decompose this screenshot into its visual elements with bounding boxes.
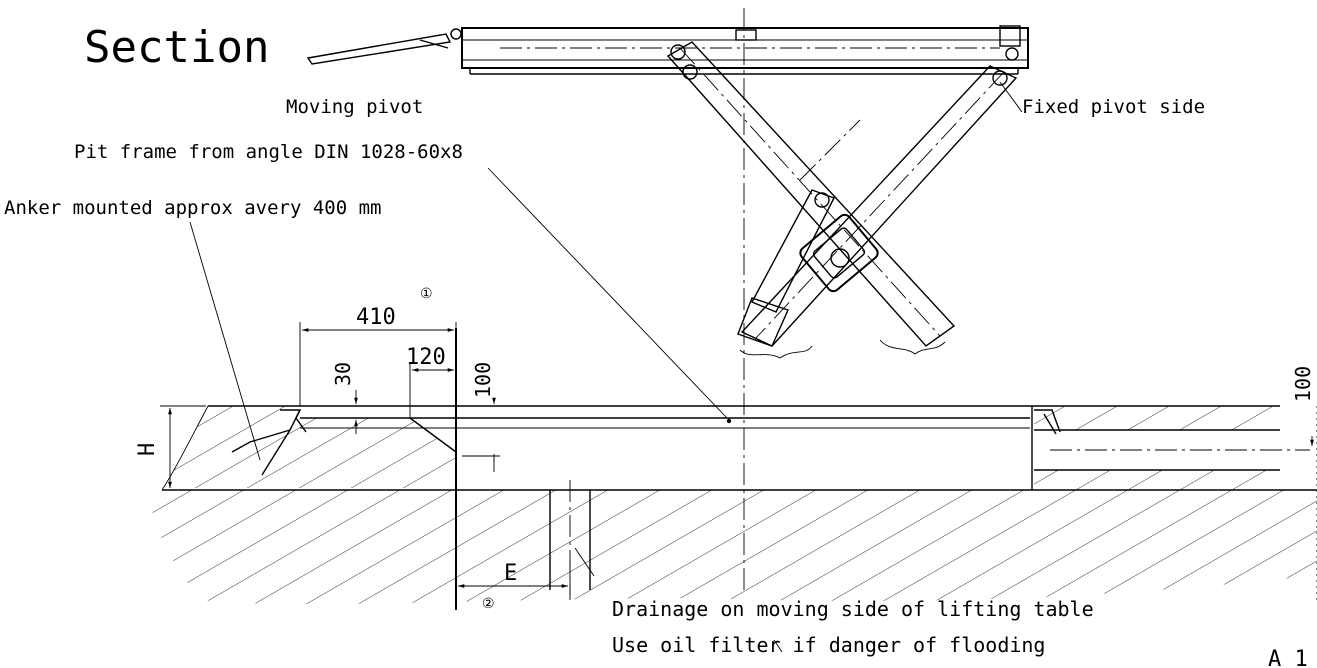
label-pit-frame: Pit frame from angle DIN 1028-60x8 <box>74 141 463 163</box>
label-drainage: Drainage on moving side of lifting table <box>612 597 1094 621</box>
label-corner: A 1 <box>1268 647 1308 668</box>
pit-outline <box>161 328 1317 610</box>
label-moving-pivot: Moving pivot <box>286 96 423 118</box>
scissor-arm-fixed <box>739 47 1019 359</box>
ground-hatching <box>150 406 1317 604</box>
dim-100-left: 100 <box>471 362 495 398</box>
dim-30: 30 <box>331 362 355 386</box>
note-2: ② <box>482 596 495 612</box>
hydraulic-cylinder <box>737 119 861 347</box>
anchor-left <box>231 409 307 476</box>
leader-lines <box>189 81 1023 653</box>
label-fixed-pivot: Fixed pivot side <box>1022 96 1205 118</box>
section-title: Section <box>84 22 269 73</box>
dim-h: H <box>135 443 160 456</box>
dimension-lines <box>160 322 1314 595</box>
label-anker: Anker mounted approx avery 400 mm <box>4 197 382 219</box>
pit-frame-point <box>726 418 732 424</box>
lifting-table-top <box>306 25 1029 75</box>
dim-410: 410 <box>356 305 396 330</box>
note-1: ① <box>420 286 433 302</box>
dim-e: E <box>504 561 517 586</box>
anchor-right <box>1034 409 1061 435</box>
scissor-arm-moving <box>666 41 956 355</box>
label-oil-filter: Use oil filter if danger of flooding <box>612 633 1045 657</box>
dim-120: 120 <box>406 345 446 370</box>
dim-100-right: 100 <box>1291 366 1315 402</box>
